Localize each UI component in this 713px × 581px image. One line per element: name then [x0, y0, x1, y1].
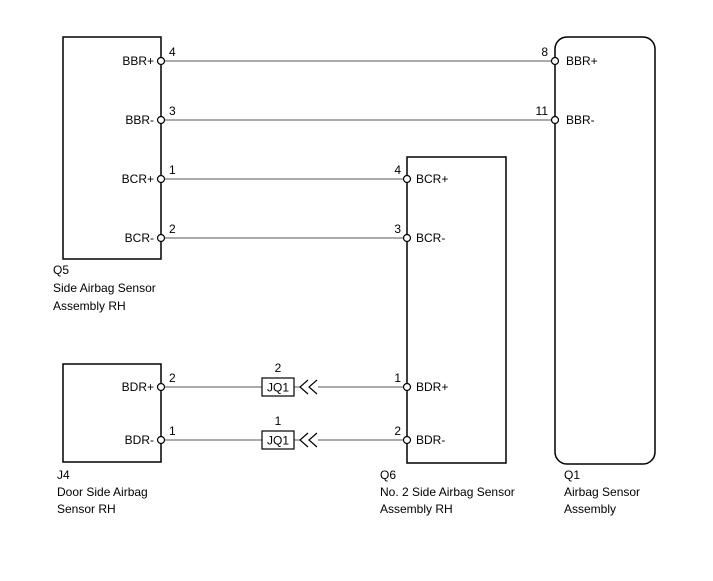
connector-chevron — [308, 432, 318, 448]
pin-number: 1 — [169, 163, 176, 177]
pin-label: BDR+ — [416, 380, 448, 394]
pin-number: 1 — [169, 424, 176, 438]
pin-number: 2 — [169, 371, 176, 385]
junction-jq1-lower: JQ1 1 — [261, 414, 318, 450]
pin-number: 3 — [394, 222, 401, 236]
pin-label: BBR+ — [122, 54, 154, 68]
pin-number: 4 — [394, 163, 401, 177]
j4-name-line2: Sensor RH — [57, 502, 116, 516]
pin-terminal — [156, 382, 166, 392]
pin-label: BBR- — [125, 113, 154, 127]
q6-box — [406, 156, 507, 464]
pin-label: BCR+ — [416, 172, 448, 186]
pin-label: BCR- — [416, 231, 445, 245]
connector-chevron — [308, 379, 318, 395]
pin-number: 11 — [536, 104, 549, 118]
pin-terminal — [156, 233, 166, 243]
q6-name-line2: Assembly RH — [380, 502, 453, 516]
pin-number: 8 — [541, 45, 548, 59]
pin-terminal — [156, 115, 166, 125]
connector-chevron — [299, 379, 309, 395]
junction-pin: 1 — [275, 414, 282, 428]
pin-label: BCR- — [125, 231, 154, 245]
pin-label: BBR+ — [566, 54, 598, 68]
pin-label: BDR- — [416, 433, 445, 447]
pin-terminal — [402, 382, 412, 392]
pin-number: 2 — [394, 424, 401, 438]
pin-terminal — [156, 435, 166, 445]
q1-code: Q1 — [564, 468, 580, 482]
j4-code: J4 — [57, 468, 70, 482]
pin-number: 2 — [169, 222, 176, 236]
q1-box — [554, 36, 656, 465]
q1-name-line1: Airbag Sensor — [564, 485, 640, 499]
pin-terminal — [550, 56, 560, 66]
junction-label: JQ1 — [267, 381, 289, 395]
j4-box — [62, 363, 162, 463]
q5-name-line1: Side Airbag Sensor — [53, 281, 156, 295]
j4-name-line1: Door Side Airbag — [57, 485, 148, 499]
q5-name-line2: Assembly RH — [53, 299, 126, 313]
q1-name-line2: Assembly — [564, 502, 616, 516]
q5-code: Q5 — [53, 263, 69, 277]
pin-terminal — [156, 56, 166, 66]
q6-code: Q6 — [380, 468, 396, 482]
junction-jq1-upper: JQ1 2 — [261, 361, 318, 397]
pin-terminal — [402, 233, 412, 243]
pin-label: BCR+ — [122, 172, 154, 186]
pin-terminal — [402, 435, 412, 445]
pin-terminal — [156, 174, 166, 184]
q6-name-line1: No. 2 Side Airbag Sensor — [380, 485, 515, 499]
pin-label: BDR- — [125, 433, 154, 447]
pin-label: BDR+ — [122, 380, 154, 394]
pin-number: 4 — [169, 45, 176, 59]
q5-box — [62, 36, 162, 260]
connector-chevron — [299, 432, 309, 448]
junction-label: JQ1 — [267, 434, 289, 448]
pin-label: BBR- — [566, 113, 595, 127]
pin-terminal — [402, 174, 412, 184]
pin-number: 1 — [394, 371, 401, 385]
junction-pin: 2 — [275, 361, 282, 375]
pin-terminal — [550, 115, 560, 125]
pin-number: 3 — [169, 104, 176, 118]
